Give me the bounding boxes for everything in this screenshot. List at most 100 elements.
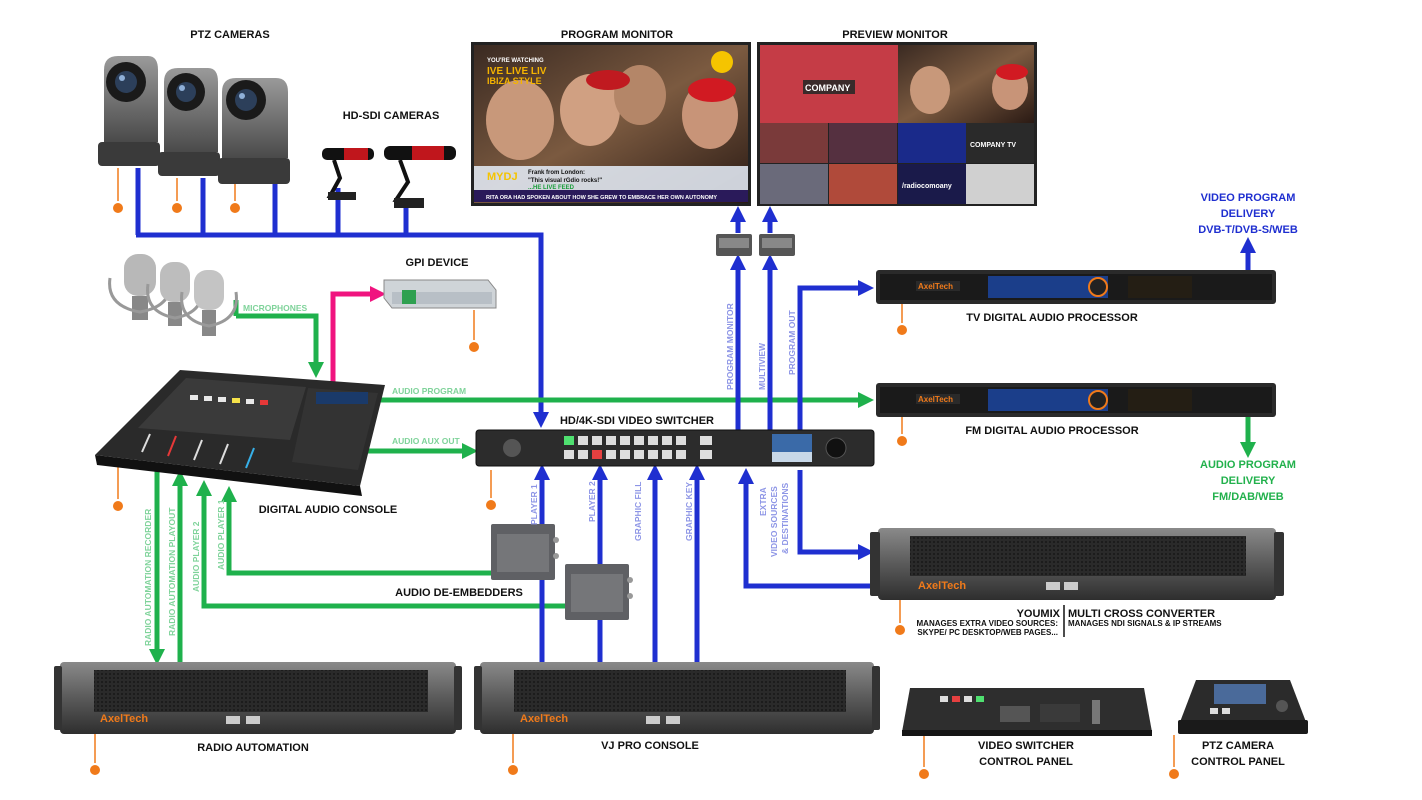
dot xyxy=(1167,735,1181,781)
switcher-buttons xyxy=(564,436,712,459)
program-monitor-text: MYDJ xyxy=(487,171,518,183)
video-switcher: HD/4K-SDI VIDEO SWITCHER xyxy=(475,415,875,467)
video-switcher-label: HD/4K-SDI VIDEO SWITCHER xyxy=(560,415,714,427)
camera-to-switcher-line xyxy=(136,232,550,429)
program-monitor-text: YOU'RE WATCHING xyxy=(487,58,544,64)
program-monitor-text: ...HE LIVE FEED xyxy=(528,185,575,191)
ra-recorder-signal: RADIO AUTOMATION RECORDER xyxy=(143,509,153,646)
program-monitor-text: IVE LIVE LIV xyxy=(487,66,547,77)
console-faders xyxy=(141,433,255,469)
switcher-to-youmix-line xyxy=(797,470,875,561)
vj-pro-console-brand: AxelTech xyxy=(520,713,568,725)
gpi-device-label: GPI DEVICE xyxy=(406,257,469,269)
program-monitor-text: Frank from London: xyxy=(528,170,585,176)
radio-automation-brand: AxelTech xyxy=(100,713,148,725)
audio-de-embedders-label: AUDIO DE-EMBEDDERS xyxy=(395,587,523,599)
program-out-line xyxy=(797,279,875,430)
preview-monitor-text: COMPANY TV xyxy=(970,142,1016,149)
audio-delivery: AUDIO PROGRAM DELIVERY FM/DAB/WEB xyxy=(1200,459,1296,503)
ptz-panel-label: PTZ CAMERA xyxy=(1202,740,1274,752)
audio-delivery-label: FM/DAB/WEB xyxy=(1212,491,1284,503)
program-monitor: YOU'RE WATCHING IVE LIVE LIV IBIZA STYLE… xyxy=(471,29,751,206)
console-buttons xyxy=(190,395,268,405)
microphones: MICROPHONES xyxy=(108,254,308,336)
sdi-converter xyxy=(759,234,795,256)
audio-player1-line xyxy=(220,485,494,576)
preview-monitor-label: PREVIEW MONITOR xyxy=(842,29,948,41)
ptz-camera xyxy=(218,78,290,184)
digital-audio-console-label: DIGITAL AUDIO CONSOLE xyxy=(259,504,398,516)
tv-audio-processor: AxelTech TV DIGITAL AUDIO PROCESSOR xyxy=(876,270,1276,324)
fm-processor-brand: AxelTech xyxy=(918,395,953,404)
program-monitor-label: PROGRAM MONITOR xyxy=(561,29,673,41)
video-switcher-control-panel: VIDEO SWITCHER CONTROL PANEL xyxy=(902,688,1152,768)
player1-signal: PLAYER 1 xyxy=(529,484,539,525)
preview-monitor-text: COMPANY xyxy=(805,83,850,93)
dot xyxy=(895,302,909,337)
hdsdi-cameras: HD-SDI CAMERAS xyxy=(322,110,456,208)
hdsdi-camera xyxy=(384,146,456,208)
youmix-label: YOUMIX xyxy=(1017,608,1061,620)
youmix-desc: SKYPE/ PC DESKTOP/WEB PAGES... xyxy=(917,628,1058,637)
hdsdi-cameras-label: HD-SDI CAMERAS xyxy=(343,110,440,122)
audio-aux-out-label: AUDIO AUX OUT xyxy=(392,436,460,446)
fm-processor-label: FM DIGITAL AUDIO PROCESSOR xyxy=(965,425,1138,437)
vj-pro-console-label: VJ PRO CONSOLE xyxy=(601,740,699,752)
graphic-key-signal: GRAPHIC KEY xyxy=(684,482,694,541)
audio-delivery-label: DELIVERY xyxy=(1221,475,1276,487)
connector-dots xyxy=(88,168,1181,781)
audio-de-embedder xyxy=(491,524,559,580)
video-delivery-label: DVB-T/DVB-S/WEB xyxy=(1198,224,1298,236)
microphones-label: MICROPHONES xyxy=(243,303,308,313)
ptz-cameras-label: PTZ CAMERAS xyxy=(190,29,269,41)
preview-monitor: COMPANY COMPANY TV /radiocomoany PREVIEW… xyxy=(757,29,1037,206)
ptz-control-panel: PTZ CAMERA CONTROL PANEL xyxy=(1178,680,1308,768)
extra-signal: VIDEO SOURCES xyxy=(769,486,779,557)
fm-audio-processor: AxelTech FM DIGITAL AUDIO PROCESSOR xyxy=(876,383,1276,437)
extra-signal: EXTRA xyxy=(758,487,768,516)
tv-processor-brand: AxelTech xyxy=(918,282,953,291)
video-delivery: VIDEO PROGRAM DELIVERY DVB-T/DVB-S/WEB xyxy=(1198,192,1298,236)
multiview-signal: MULTIVIEW xyxy=(757,342,767,390)
radio-automation-label: RADIO AUTOMATION xyxy=(197,742,309,754)
dot xyxy=(467,310,481,354)
mcc-label: MULTI CROSS CONVERTER xyxy=(1068,608,1215,620)
ptz-cameras: PTZ CAMERAS xyxy=(98,29,290,184)
dot xyxy=(228,182,242,215)
signal-labels: AUDIO PROGRAM AUDIO AUX OUT PROGRAM MONI… xyxy=(143,303,797,646)
dot xyxy=(893,600,907,637)
digital-audio-console: DIGITAL AUDIO CONSOLE xyxy=(95,370,397,516)
audio-program-label: AUDIO PROGRAM xyxy=(392,386,466,396)
dot xyxy=(895,416,909,448)
dot xyxy=(111,168,125,215)
extra-signal: & DESTINATIONS xyxy=(780,483,790,554)
mic-to-console-line xyxy=(236,313,325,379)
ra-playout-signal: RADIO AUTOMATION PLAYOUT xyxy=(167,507,177,636)
audio-player2-line xyxy=(195,479,568,609)
youmix-desc: MANAGES EXTRA VIDEO SOURCES: xyxy=(917,619,1059,628)
ptz-camera xyxy=(158,68,220,176)
audio-de-embedder xyxy=(565,564,633,620)
youmix-brand: AxelTech xyxy=(918,580,966,592)
vj-pro-console-server: AxelTech VJ PRO CONSOLE xyxy=(474,662,880,752)
ptz-camera xyxy=(98,56,160,166)
dot xyxy=(111,460,125,513)
youmix-server: AxelTech YOUMIX MANAGES EXTRA VIDEO SOUR… xyxy=(870,528,1284,637)
audio-player2-signal: AUDIO PLAYER 2 xyxy=(191,521,201,592)
radio-automation-server: AxelTech RADIO AUTOMATION xyxy=(54,662,462,754)
sdi-converter xyxy=(716,234,752,256)
program-monitor-text: IBIZA STYLE xyxy=(487,76,542,86)
player2-signal: PLAYER 2 xyxy=(587,481,597,522)
video-delivery-label: VIDEO PROGRAM xyxy=(1201,192,1296,204)
preview-monitor-text: /radiocomoany xyxy=(902,183,952,190)
audio-player1-signal: AUDIO PLAYER 1 xyxy=(216,499,226,570)
console-to-gpi-line xyxy=(330,285,387,388)
graphic-fill-signal: GRAPHIC FILL xyxy=(633,482,643,542)
audio-delivery-label: AUDIO PROGRAM xyxy=(1200,459,1296,471)
connections xyxy=(135,168,1257,666)
mcc-desc: MANAGES NDI SIGNALS & IP STREAMS xyxy=(1068,619,1222,628)
hdsdi-camera xyxy=(322,148,374,200)
ptz-panel-label: CONTROL PANEL xyxy=(1191,756,1285,768)
vs-panel-label: CONTROL PANEL xyxy=(979,756,1073,768)
